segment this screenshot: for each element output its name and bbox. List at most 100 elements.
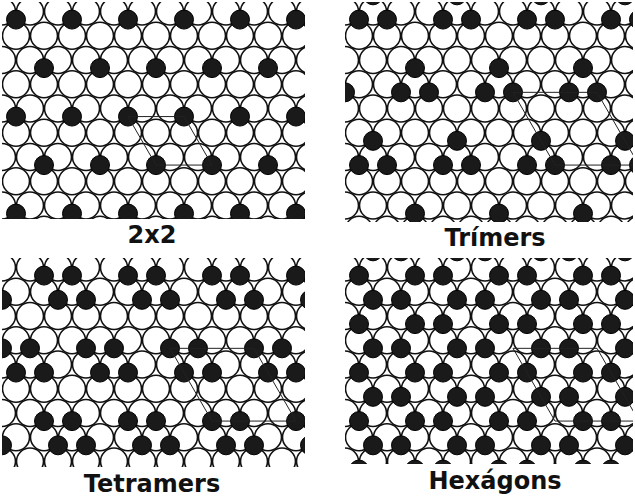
adsorbate-atom xyxy=(119,412,138,431)
adsorbate-atom xyxy=(406,204,425,222)
adsorbate-atom xyxy=(175,204,194,219)
adsorbate-atom xyxy=(119,10,138,29)
adsorbate-atom xyxy=(364,258,383,261)
adsorbate-atom xyxy=(616,436,634,455)
substrate-atom xyxy=(227,71,254,98)
adsorbate-atom xyxy=(518,315,537,334)
adsorbate-atom xyxy=(119,204,138,219)
adsorbate-atom xyxy=(364,290,383,309)
adsorbate-atom xyxy=(616,131,634,150)
substrate-atom xyxy=(101,302,128,329)
substrate-atom xyxy=(2,143,16,170)
substrate-atom xyxy=(185,302,212,329)
adsorbate-atom xyxy=(518,266,537,285)
unit-cell-outline xyxy=(170,348,296,421)
panel-label: Trímers xyxy=(385,224,605,252)
adsorbate-atom xyxy=(161,290,180,309)
substrate-atom xyxy=(402,22,429,49)
adsorbate-atom xyxy=(91,156,110,175)
adsorbate-atom xyxy=(147,59,166,78)
adsorbate-atom xyxy=(245,290,264,309)
substrate-atom xyxy=(612,192,634,219)
adsorbate-atom xyxy=(448,436,467,455)
unit-cell-outline xyxy=(513,348,633,421)
adsorbate-atom xyxy=(406,266,425,285)
substrate-atom xyxy=(402,168,429,195)
adsorbate-atom xyxy=(301,290,306,309)
adsorbate-atom xyxy=(378,156,397,175)
adsorbate-atom xyxy=(518,412,537,431)
adsorbate-atom xyxy=(35,156,54,175)
substrate-atom xyxy=(626,216,634,222)
adsorbate-atom xyxy=(518,156,537,175)
substrate-atom xyxy=(143,22,170,49)
substrate-atom xyxy=(528,95,555,122)
adsorbate-atom xyxy=(616,387,634,406)
substrate-atom xyxy=(486,168,513,195)
substrate-atom xyxy=(143,375,170,402)
adsorbate-atom xyxy=(574,315,593,334)
lattice-panel xyxy=(345,258,633,464)
adsorbate-atom xyxy=(392,339,411,358)
adsorbate-atom xyxy=(476,83,495,102)
adsorbate-atom xyxy=(350,266,369,285)
adsorbate-atom xyxy=(518,460,537,464)
adsorbate-atom xyxy=(406,315,425,334)
adsorbate-atom xyxy=(231,204,250,219)
adsorbate-atom xyxy=(133,436,152,455)
adsorbate-atom xyxy=(490,266,509,285)
lattice-panel xyxy=(2,258,305,467)
adsorbate-atom xyxy=(203,266,222,285)
substrate-atom xyxy=(17,448,44,467)
adsorbate-atom xyxy=(602,10,621,29)
substrate-atom xyxy=(59,375,86,402)
adsorbate-atom xyxy=(119,363,138,382)
adsorbate-atom xyxy=(35,412,54,431)
adsorbate-atom xyxy=(546,10,565,29)
substrate-atom xyxy=(430,216,457,222)
substrate-atom xyxy=(528,192,555,219)
adsorbate-atom xyxy=(35,59,54,78)
substrate-atom xyxy=(31,22,58,49)
adsorbate-atom xyxy=(301,436,306,455)
substrate-atom xyxy=(297,46,306,73)
substrate-atom xyxy=(374,216,401,222)
adsorbate-atom xyxy=(574,460,593,464)
substrate-atom xyxy=(444,95,471,122)
adsorbate-atom xyxy=(434,266,453,285)
substrate-atom xyxy=(570,168,597,195)
adsorbate-atom xyxy=(378,10,397,29)
adsorbate-atom xyxy=(203,363,222,382)
adsorbate-atom xyxy=(350,363,369,382)
substrate-atom xyxy=(570,22,597,49)
adsorbate-atom xyxy=(217,436,236,455)
adsorbate-atom xyxy=(532,436,551,455)
adsorbate-atom xyxy=(616,290,634,309)
adsorbate-atom xyxy=(532,290,551,309)
adsorbate-atom xyxy=(35,363,54,382)
adsorbate-atom xyxy=(350,460,369,464)
adsorbate-atom xyxy=(434,363,453,382)
substrate-atom xyxy=(360,95,387,122)
unit-cell-outline xyxy=(513,92,633,165)
substrate-atom xyxy=(59,71,86,98)
adsorbate-atom xyxy=(560,290,579,309)
adsorbate-atom xyxy=(175,10,194,29)
substrate-atom xyxy=(269,448,296,467)
adsorbate-atom xyxy=(392,387,411,406)
adsorbate-atom xyxy=(490,315,509,334)
adsorbate-atom xyxy=(406,460,425,464)
substrate-atom xyxy=(269,302,296,329)
adsorbate-atom xyxy=(147,412,166,431)
adsorbate-atom xyxy=(616,2,634,5)
substrate-atom xyxy=(2,258,16,281)
adsorbate-atom xyxy=(476,290,495,309)
adsorbate-atom xyxy=(406,412,425,431)
adsorbate-atom xyxy=(345,83,355,102)
substrate-atom xyxy=(360,46,387,73)
adsorbate-atom xyxy=(49,290,68,309)
substrate-atom xyxy=(570,119,597,146)
adsorbate-atom xyxy=(490,412,509,431)
substrate-atom xyxy=(345,192,359,219)
